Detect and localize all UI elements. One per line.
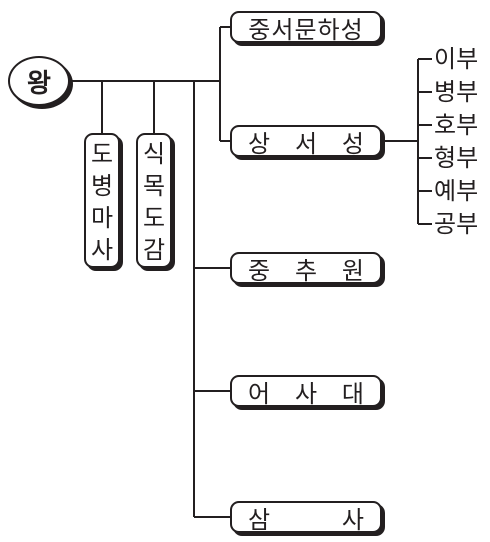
office-char: 병 bbox=[90, 171, 114, 200]
ministry-yebu: 예부 bbox=[434, 177, 479, 205]
office-char: 원 bbox=[341, 256, 364, 285]
office-char: 어 bbox=[248, 379, 271, 408]
ministry-hyeongbu: 형부 bbox=[434, 144, 479, 172]
office-char: 감 bbox=[142, 235, 166, 264]
office-char: 사 bbox=[90, 235, 114, 264]
ministry-hobu: 호부 bbox=[434, 111, 479, 139]
office-jungseomunhaseong: 중서문하성 bbox=[230, 11, 382, 44]
office-eosadae: 어 사 대 bbox=[230, 375, 382, 408]
office-char: 삼 bbox=[248, 505, 271, 534]
king-node: 왕 bbox=[8, 56, 70, 106]
office-char: 마 bbox=[90, 203, 114, 232]
office-jungchuwon: 중 추 원 bbox=[230, 252, 382, 285]
office-char: 식 bbox=[142, 139, 166, 168]
office-char: 중서문하성 bbox=[248, 15, 364, 44]
office-samsa: 삼 사 bbox=[230, 501, 382, 534]
office-sangseoseong: 상 서 성 bbox=[230, 125, 382, 158]
ministry-ibu: 이부 bbox=[434, 45, 479, 73]
office-char: 성 bbox=[341, 129, 364, 158]
office-char: 서 bbox=[294, 129, 318, 158]
office-char: 사 bbox=[294, 379, 318, 408]
office-char: 사 bbox=[341, 505, 364, 534]
office-char: 목 bbox=[142, 171, 166, 200]
office-char: 대 bbox=[341, 379, 364, 408]
office-sikmokdogam: 식 목 도 감 bbox=[136, 133, 172, 268]
office-char: 도 bbox=[142, 203, 166, 232]
ministry-gongbu: 공부 bbox=[434, 210, 479, 238]
office-dobyeongmasa: 도 병 마 사 bbox=[84, 133, 120, 268]
office-char: 도 bbox=[90, 139, 114, 168]
office-char: 중 bbox=[248, 256, 271, 285]
ministry-byeongbu: 병부 bbox=[434, 78, 479, 106]
office-char: 상 bbox=[248, 129, 271, 158]
office-char: 추 bbox=[294, 256, 318, 285]
